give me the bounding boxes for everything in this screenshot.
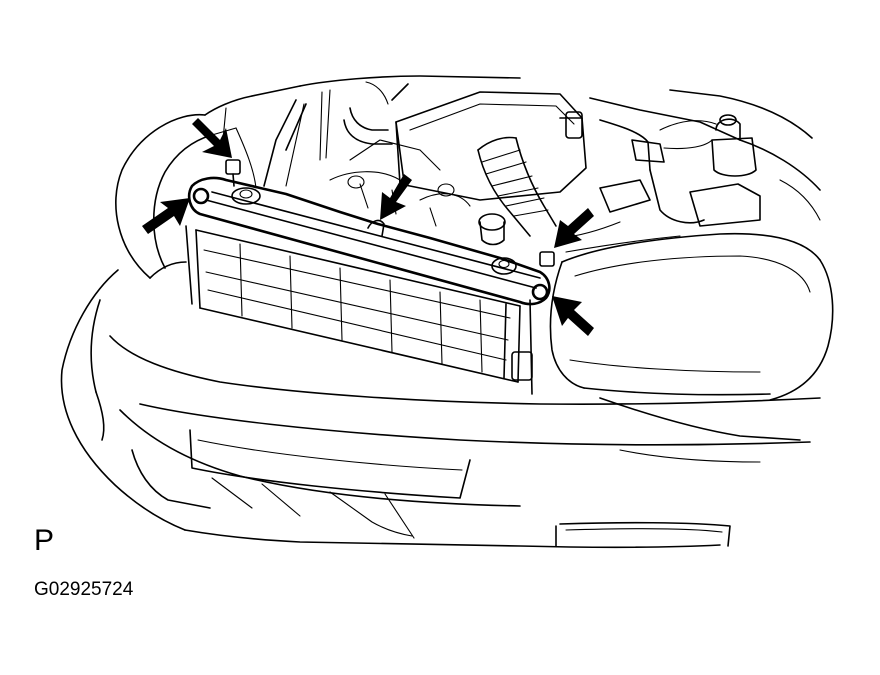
callout-arrows	[142, 118, 594, 336]
left-fender	[115, 85, 301, 279]
radiator-core	[185, 225, 533, 395]
engine-compartment	[221, 75, 821, 253]
front-bumper	[60, 269, 821, 549]
callout-arrow-left-bolt	[142, 198, 190, 234]
callout-arrow-right-top-bolt	[554, 208, 594, 248]
figure-code: G02925724	[34, 579, 134, 600]
right-fender	[549, 232, 834, 463]
radiator-support-bar	[187, 159, 555, 306]
callout-arrow-right-bolt	[552, 296, 594, 336]
callout-arrow-top-left-bolt	[192, 118, 232, 158]
callout-arrow-center-hook	[380, 174, 412, 220]
view-label: P	[34, 524, 55, 557]
